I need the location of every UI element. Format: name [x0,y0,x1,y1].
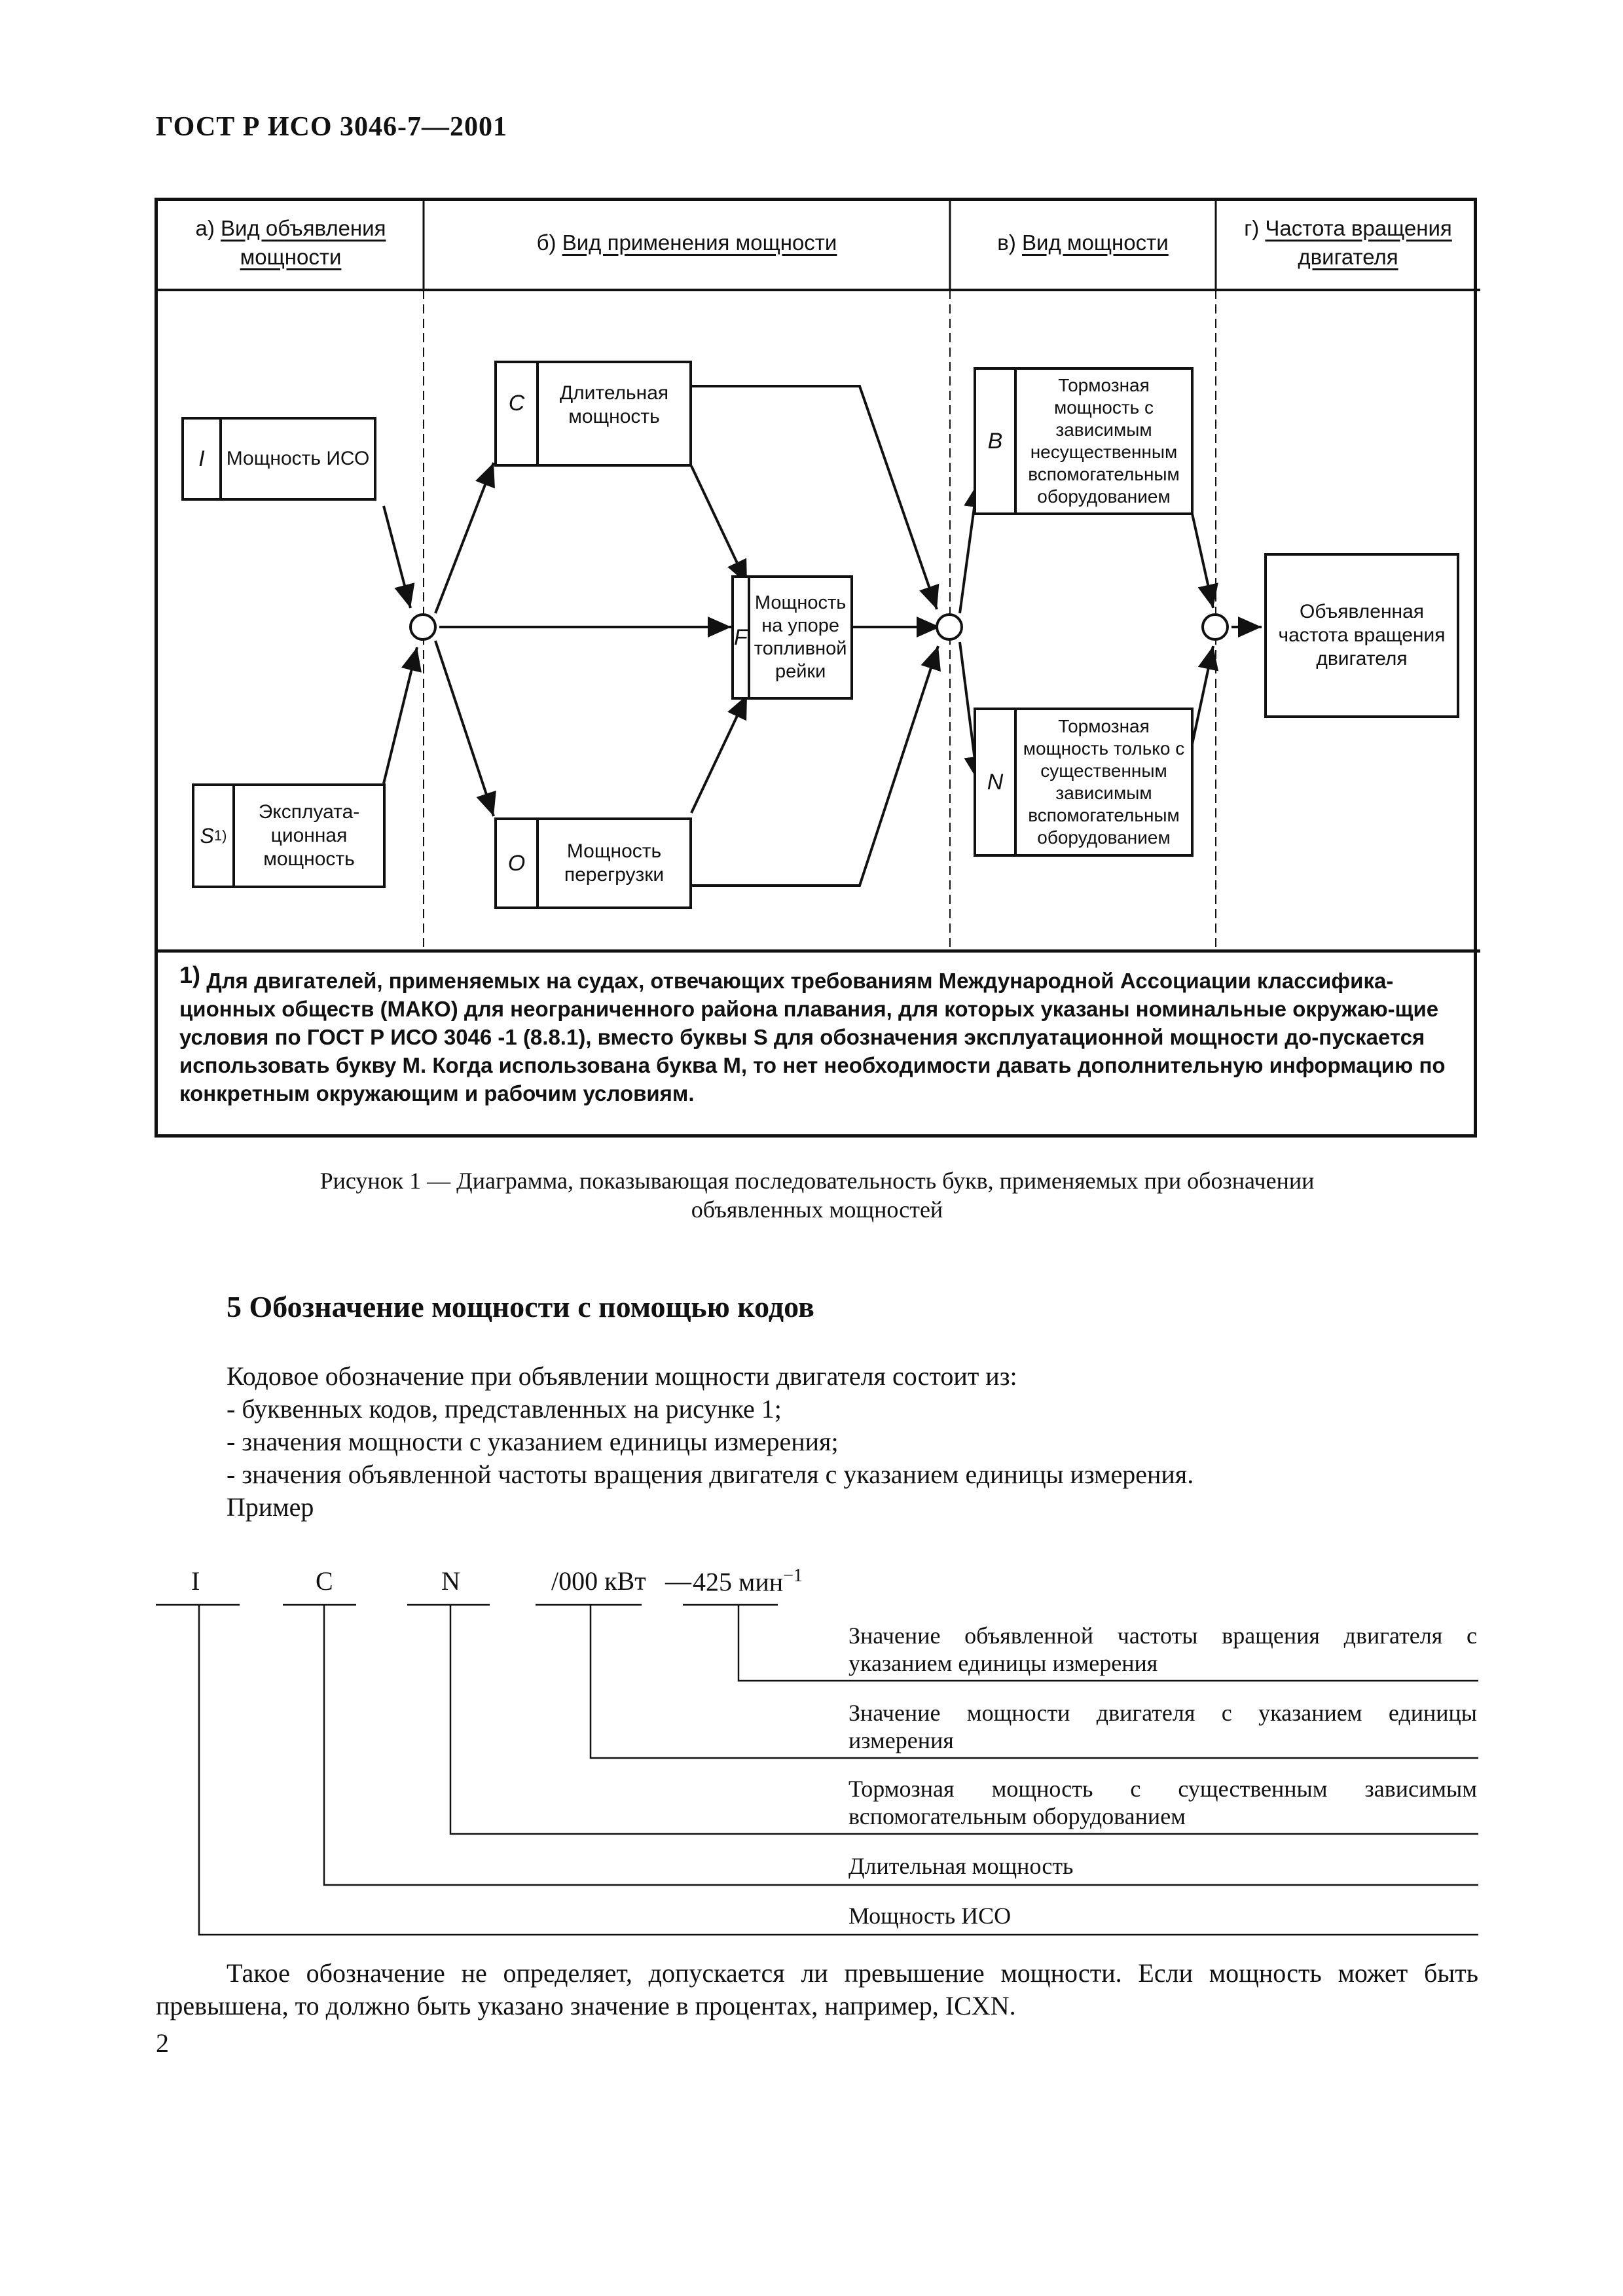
code-letter-c: C [316,1566,333,1596]
box-label: Длительная мощность [559,382,669,427]
list-item: - буквенных кодов, представленных на рис… [227,1394,782,1424]
box-label: Мощность ИСО [226,448,370,469]
column-header-a: а) Вид объявления мощности [195,216,386,269]
box-letter: I [184,420,222,498]
figure-caption: Рисунок 1 — Диаграмма, показывающая посл… [156,1166,1478,1224]
closing-text: Такое обозначение не определяет, допуска… [156,1958,1478,2020]
example-label-power: Значение мощности двигателя с указанием … [848,1700,1477,1753]
box-label: Мощность перегрузки [564,840,665,886]
figure-footnote: 1) Для двигателей, применяемых на судах,… [179,961,1450,1107]
junction-node-1 [409,613,437,641]
box-letter: N [976,710,1017,854]
diagram-lines [158,201,1480,953]
code-speed-value: 425 мин−1 [693,1566,803,1597]
intro-lead: Кодовое обозначение при объявлении мощно… [227,1361,1017,1391]
box-fuel-stop-power: F Мощность на упоре топливной рейки [731,575,853,700]
document-header: ГОСТ Р ИСО 3046-7—2001 [156,112,508,142]
list-item: - значения объявленной частоты вращения … [227,1460,1194,1489]
code-letter-i: I [191,1566,200,1596]
box-letter: O [497,820,539,906]
page-number: 2 [156,2028,169,2058]
box-brake-power-essential: N Тормозная мощность только с существенн… [974,708,1194,857]
example-label: Пример [227,1492,314,1522]
example-lines [156,1604,1478,1936]
box-letter: C [497,363,539,464]
box-label: Тормозная мощность с зависимым несуществ… [1028,375,1180,507]
column-header-b: б) Вид применения мощности [536,230,837,255]
example-label-speed: Значение объявленной частоты вращения дв… [848,1623,1477,1676]
example-label-continuous: Длительная мощность [848,1853,1074,1879]
box-label: Эксплуата-ционная мощность [258,801,360,870]
box-overload-power: O Мощность перегрузки [494,817,692,909]
code-dash: — [665,1566,691,1596]
section-title: 5 Обозначение мощности с помощью кодов [227,1290,814,1323]
footnote-mark: 1) [179,961,201,988]
box-iso-power: I Мощность ИСО [181,417,376,501]
box-continuous-power: C Длительная мощность [494,361,692,467]
example-label-brake-power: Тормозная мощность с существенным зависи… [848,1776,1477,1829]
box-brake-power-nonessential: B Тормозная мощность с зависимым несущес… [974,367,1194,515]
box-label: Объявленная частота вращения двигателя [1278,601,1446,670]
code-letter-n: N [441,1566,460,1596]
example-label-iso: Мощность ИСО [848,1903,1012,1929]
junction-node-2 [936,613,963,641]
box-label: Тормозная мощность только с существенным… [1023,716,1185,848]
column-header-d: г) Частота вращения двигателя [1244,216,1452,269]
closing-paragraph: Такое обозначение не определяет, допуска… [156,1957,1478,2022]
box-label: Мощность на упоре топливной рейки [754,592,847,682]
caption-line-1: Рисунок 1 — Диаграмма, показывающая посл… [319,1168,1315,1194]
code-power-value: /000 кВт [551,1566,646,1596]
column-header-c: в) Вид мощности [997,230,1169,255]
caption-line-2: объявленных мощностей [691,1196,943,1223]
intro-paragraph: Кодовое обозначение при объявлении мощно… [227,1360,1477,1524]
list-item: - значения мощности с указанием единицы … [227,1427,839,1456]
box-declared-speed: Объявленная частота вращения двигателя [1264,553,1459,718]
example-code-diagram: I C N /000 кВт — 425 мин−1 Значение объя… [156,1551,1478,1944]
footnote-text: Для двигателей, применяемых на судах, от… [179,969,1446,1105]
box-letter: F [734,578,750,697]
junction-node-3 [1201,613,1229,641]
figure-diagram: а) Вид объявления мощности б) Вид примен… [155,198,1480,1138]
box-letter: B [976,370,1017,512]
